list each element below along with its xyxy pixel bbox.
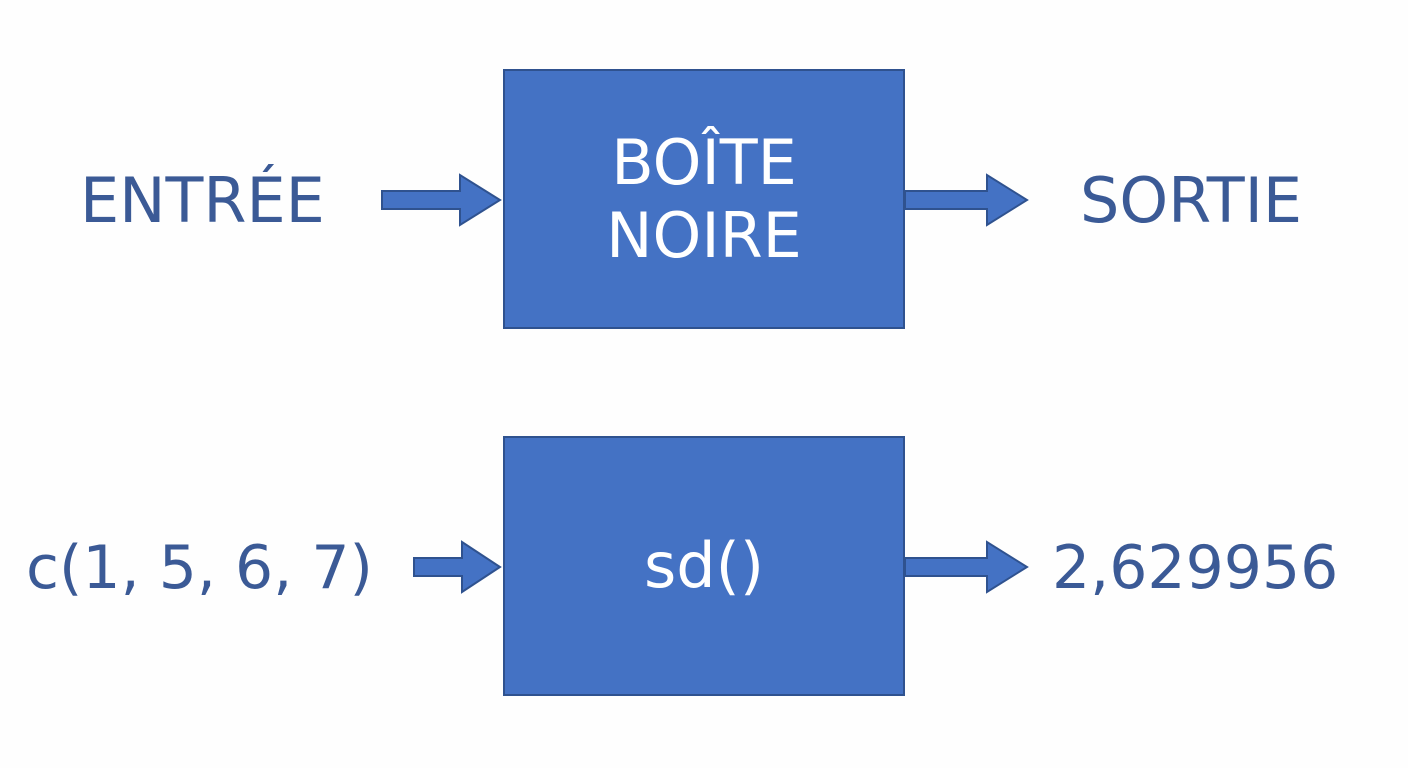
row1-output-arrow-icon — [904, 173, 1029, 227]
black-box-line-1: BOÎTE — [611, 125, 797, 199]
row2-input-label: c(1, 5, 6, 7) — [26, 533, 373, 603]
row1-output-label: SORTIE — [1080, 164, 1303, 237]
sd-function-label: sd() — [643, 529, 765, 603]
row2-output-arrow-icon — [904, 540, 1029, 594]
row1-input-arrow-icon — [381, 173, 502, 227]
black-box-line-2: NOIRE — [606, 199, 802, 272]
sd-function-box: sd() — [503, 436, 905, 696]
black-box: BOÎTE NOIRE — [503, 69, 905, 329]
row2-input-arrow-icon — [413, 540, 502, 594]
row1-input-label: ENTRÉE — [80, 164, 325, 237]
row2-output-label: 2,629956 — [1052, 533, 1339, 603]
